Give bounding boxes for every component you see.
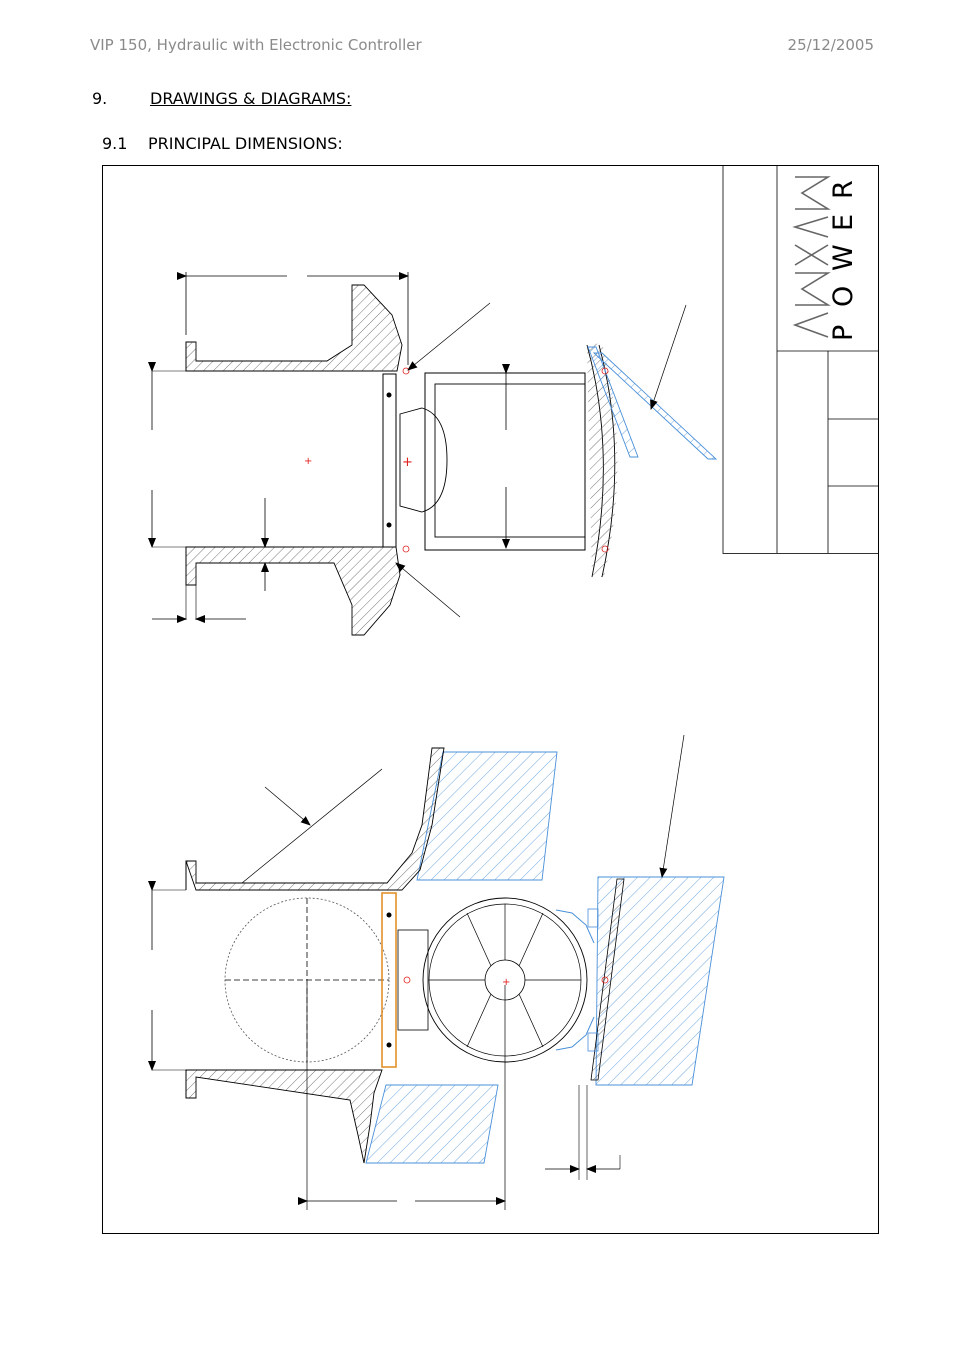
document-header-date: 25/12/2005 [787,36,874,54]
document-header-title: VIP 150, Hydraulic with Electronic Contr… [90,36,422,54]
motor-plate-orange [381,892,397,1068]
logo-letter-r: R [828,180,859,199]
logo-letter-p: P [828,325,859,341]
title-block [722,165,879,554]
door-open-upper [587,346,639,458]
top-view: + + [148,272,718,636]
bottom-upper-tunnel-wall [185,747,445,891]
svg-text:+: + [304,456,312,467]
hull-block-right [595,876,725,1086]
logo-letter-o: O [828,286,859,307]
logo-letter-e: E [828,214,859,231]
hull-block-lower [365,1084,499,1164]
principal-dimensions-drawing: P O W E R + + [102,165,879,1234]
logo-max-letters [792,176,831,338]
svg-text:+: + [402,455,413,470]
subsection-number: 9.1 [102,134,128,153]
svg-text:+: + [502,977,510,988]
subsection-title: PRINCIPAL DIMENSIONS: [148,134,343,153]
logo-letter-w: W [828,244,859,271]
section-number: 9. [92,89,108,108]
upper-tunnel-wall [185,284,403,372]
section-title: DRAWINGS & DIAGRAMS: [150,89,352,108]
lower-tunnel-wall [185,546,401,636]
max-power-logo: P O W E R [792,176,859,341]
propeller-box [424,372,586,551]
drawing-frame [102,165,879,1234]
motor-plate [382,373,397,548]
bottom-lower-tunnel-wall [185,1069,383,1164]
bottom-view: + [148,734,725,1210]
motor-body [399,407,448,513]
